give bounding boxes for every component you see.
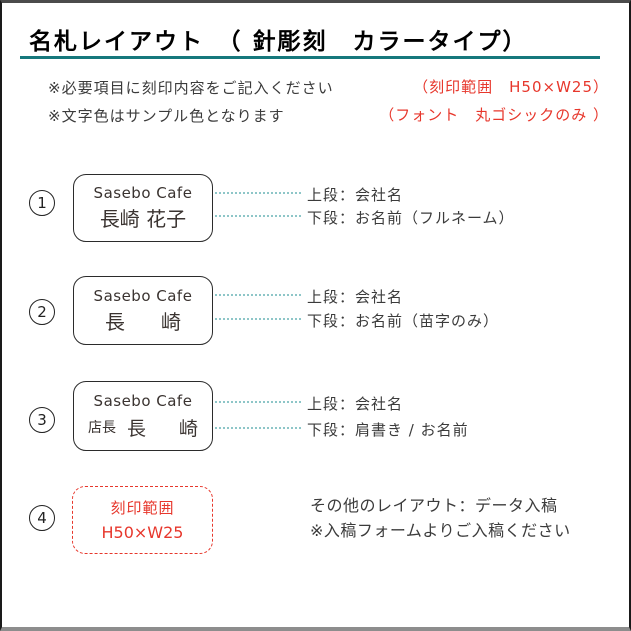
note-font: （フォント 丸ゴシックのみ ）	[379, 106, 609, 124]
badge-3-bottom-line: 店長 長 崎	[88, 414, 198, 441]
item-number-3: 3	[29, 407, 55, 433]
label-row3-bottom: 下段：肩書き / お名前	[307, 421, 469, 439]
badge-2-company: Sasebo Cafe	[93, 286, 193, 305]
badge-sample-1: Sasebo Cafe 長崎 花子	[73, 174, 213, 242]
engrave-area-box: 刻印範囲 H50×W25	[72, 486, 213, 554]
badge-1-company: Sasebo Cafe	[93, 184, 193, 202]
item-number-4: 4	[29, 505, 55, 531]
leader-line	[215, 215, 301, 217]
submission-form-note: ※入稿フォームよりご入稿ください	[310, 521, 571, 540]
engrave-area-title: 刻印範囲	[110, 498, 175, 517]
badge-1-name: 長崎 花子	[99, 207, 187, 231]
label-row2-bottom: 下段：お名前（苗字のみ）	[307, 312, 500, 330]
badge-sample-2: Sasebo Cafe 長 崎	[73, 276, 213, 345]
label-row1-bottom: 下段：お名前（フルネーム）	[307, 209, 515, 227]
badge-sample-3: Sasebo Cafe 店長 長 崎	[73, 381, 213, 451]
item-number-1: 1	[29, 190, 55, 216]
other-layout-info: その他のレイアウト：データ入稿	[310, 496, 558, 515]
badge-3-name: 長 崎	[126, 417, 205, 440]
label-row2-top: 上段：会社名	[307, 288, 404, 306]
badge-3-company: Sasebo Cafe	[93, 391, 193, 410]
item-number-1-value: 1	[37, 194, 47, 212]
note-engrave-range: （刻印範囲 H50×W25）	[413, 78, 609, 96]
engrave-area-size: H50×W25	[101, 522, 184, 542]
leader-line	[215, 401, 301, 403]
leader-line	[215, 294, 301, 296]
badge-2-name: 長 崎	[105, 309, 189, 334]
note-text-color: ※文字色はサンプル色となります	[48, 107, 285, 125]
item-number-2-value: 2	[37, 303, 47, 321]
badge-3-role: 店長	[87, 420, 116, 436]
label-row1-top: 上段：会社名	[307, 186, 404, 204]
item-number-2: 2	[29, 299, 55, 325]
leader-line	[215, 427, 301, 429]
page-title: 名札レイアウト （ 針彫刻 カラータイプ）	[29, 29, 528, 55]
leader-line	[215, 318, 301, 320]
leader-line	[215, 192, 301, 194]
note-fill-in: ※必要項目に刻印内容をご記入ください	[48, 79, 334, 97]
title-underline	[20, 56, 600, 59]
item-number-3-value: 3	[37, 411, 47, 429]
item-number-4-value: 4	[37, 509, 47, 527]
label-row3-top: 上段：会社名	[307, 395, 404, 413]
